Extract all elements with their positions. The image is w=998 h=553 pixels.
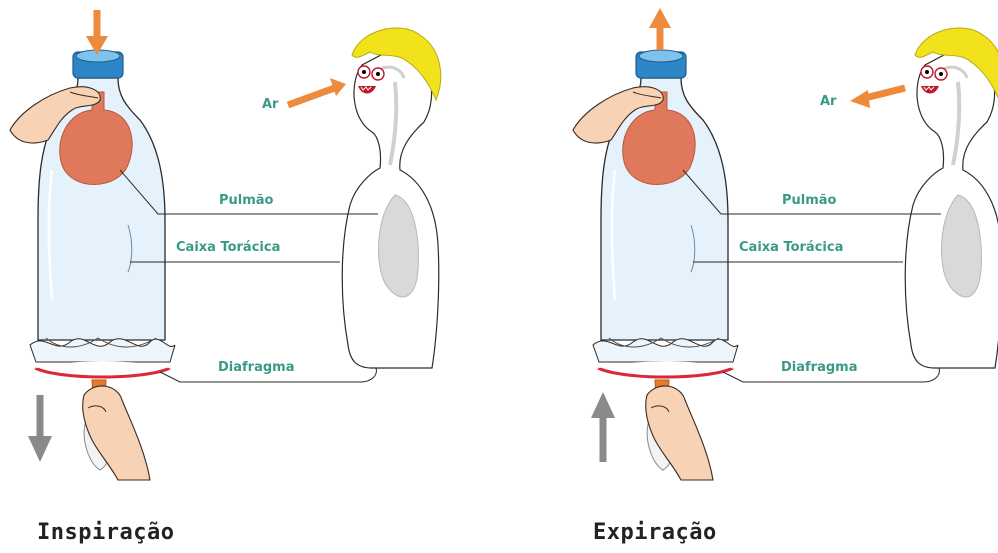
cap-out-arrow: [649, 8, 671, 50]
rib-cage-label: Caixa Torácica: [739, 240, 843, 255]
diaphragm-label: Diafragma: [218, 360, 294, 375]
diaphragm-label: Diafragma: [781, 360, 857, 375]
diaphragm-down-arrow: [28, 395, 52, 462]
air-in-arrow: [288, 78, 346, 105]
rib-cage-label: Caixa Torácica: [176, 240, 280, 255]
lung-label: Pulmão: [782, 193, 837, 208]
panel-title-inspiracao: Inspiração: [37, 520, 174, 545]
cap-in-arrow: [86, 10, 108, 55]
air-out-arrow: [850, 88, 905, 108]
panel-title-expiracao: Expiração: [593, 520, 717, 545]
air-label: Ar: [262, 97, 278, 112]
air-label: Ar: [820, 94, 836, 109]
lung-label: Pulmão: [219, 193, 274, 208]
diaphragm-up-arrow: [591, 392, 615, 462]
